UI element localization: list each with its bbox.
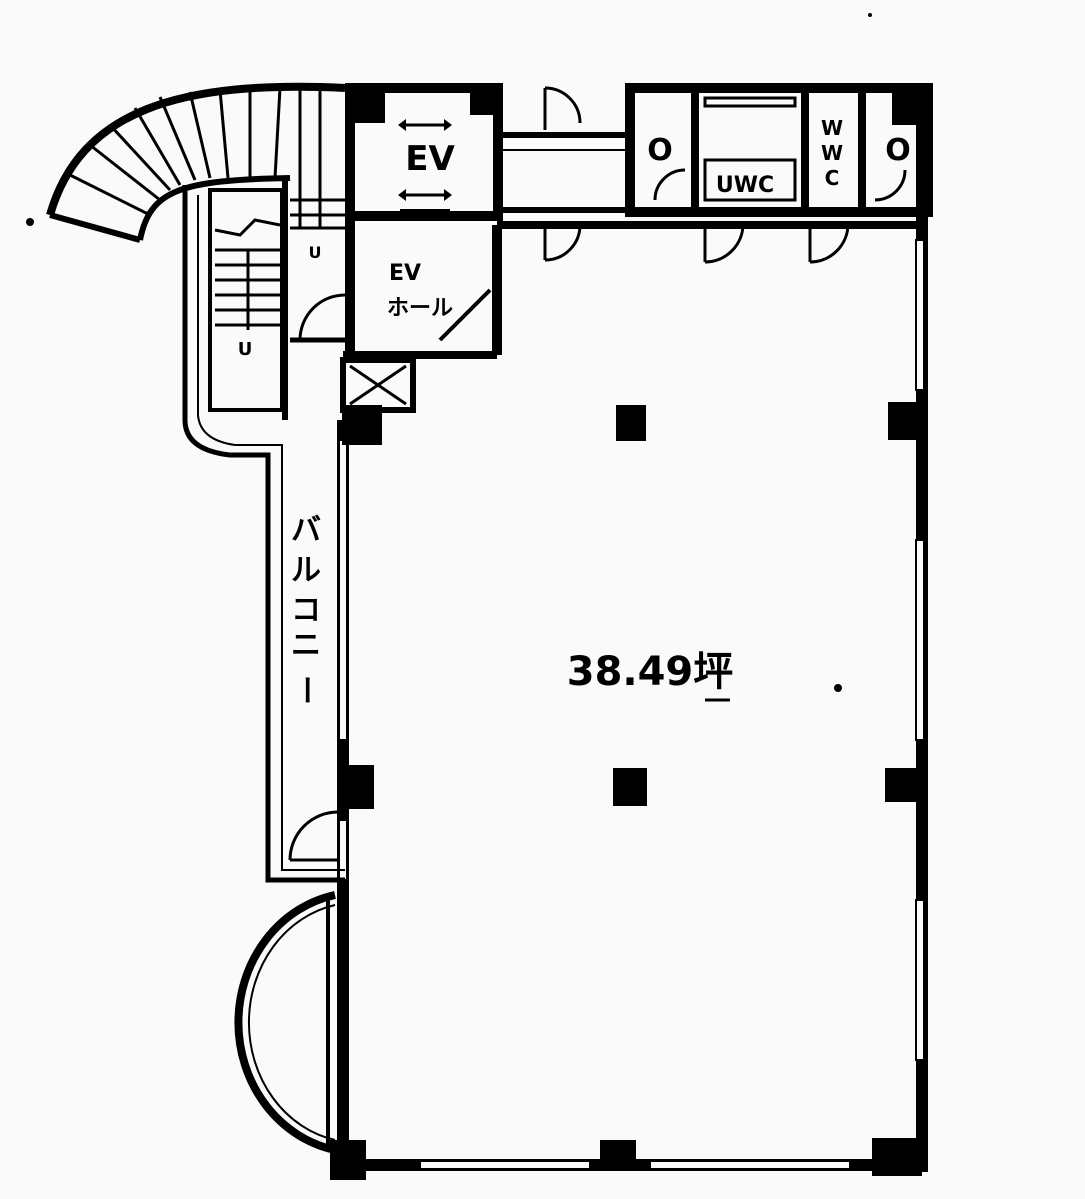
area-label: 38.49坪 (567, 649, 734, 695)
main-office-walls (335, 85, 928, 1172)
straight-stair (182, 180, 345, 883)
ev-hall-label-1: EV (389, 261, 421, 286)
window-strips (338, 239, 925, 1170)
wwc-label-1: W (821, 116, 843, 140)
fixture-o-right: O (885, 133, 911, 168)
balcony-char-4: ニ (291, 628, 321, 663)
balcony-char-5: ー (288, 675, 323, 705)
scan-specks (26, 13, 872, 692)
stair-up-label-2: U (309, 243, 322, 262)
toilet-block (625, 83, 933, 264)
balcony-char-1: バ (291, 513, 321, 548)
stair-up-label-1: U (238, 339, 253, 360)
balcony-door (288, 810, 339, 862)
semicircle-bay (234, 891, 336, 1154)
ev-hall (298, 220, 492, 413)
balcony-char-2: ル (291, 553, 321, 588)
wwc-label-2: W (821, 141, 843, 165)
balcony-char-3: コ (291, 593, 321, 628)
fixture-o-left: O (647, 133, 673, 168)
spiral-staircase (46, 82, 346, 243)
wwc-label-3: C (825, 166, 840, 190)
ev-hall-label-2: ホール (387, 296, 453, 321)
uwc-label: UWC (716, 173, 774, 198)
elevator-shaft (345, 83, 503, 221)
top-corridor (497, 86, 630, 262)
balcony-label: バ ル コ ニ ー (288, 513, 323, 705)
ev-label: EV (405, 139, 455, 179)
